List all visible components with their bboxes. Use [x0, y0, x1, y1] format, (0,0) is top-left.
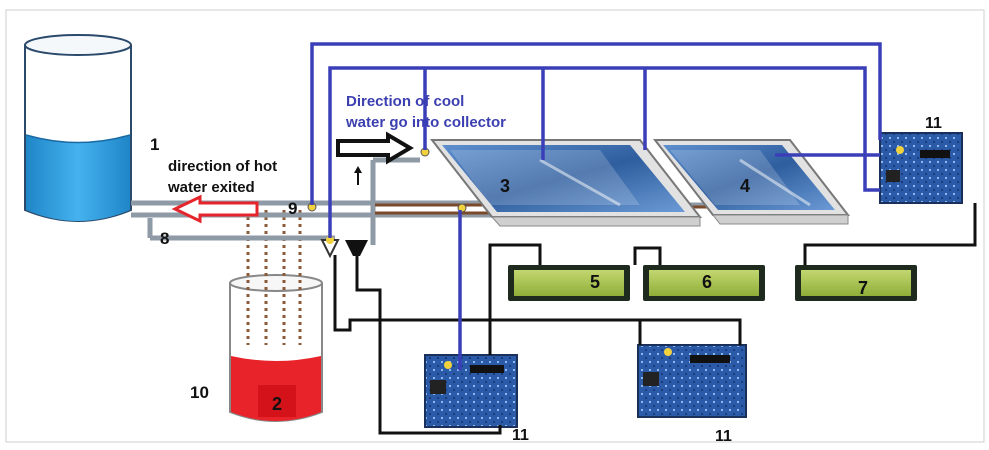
arduino-board-bottom-right	[637, 344, 747, 418]
label-10: 10	[190, 383, 209, 402]
lcd-display-7	[795, 265, 917, 301]
signal-wires	[310, 42, 882, 370]
hot-water-drops	[246, 210, 302, 345]
lcd-display-6	[643, 265, 765, 301]
hot-water-tank	[229, 210, 323, 422]
label-3: 3	[500, 176, 510, 196]
label-11-bottom-left: 11	[512, 427, 529, 444]
hot-water-label-line1: direction of hot	[168, 158, 277, 175]
cool-water-arrow	[336, 131, 414, 185]
cool-water-label-line1: Direction of cool	[346, 93, 464, 110]
label-6: 6	[702, 272, 712, 292]
label-11-top-right: 11	[925, 115, 942, 132]
solar-collector-3	[429, 139, 703, 227]
cold-water-tank	[24, 34, 132, 222]
hot-water-label-line2: water exited	[167, 179, 255, 196]
lcd-display-5	[508, 265, 630, 301]
label-2: 2	[272, 394, 282, 414]
label-1: 1	[150, 135, 159, 154]
black-wires	[333, 203, 977, 435]
label-5: 5	[590, 272, 600, 292]
pump-valve	[345, 240, 368, 256]
arduino-board-top-right	[879, 132, 963, 204]
label-4: 4	[740, 176, 750, 196]
tank-number-box	[258, 385, 296, 417]
hot-water-arrow	[171, 194, 259, 224]
label-9: 9	[288, 199, 297, 218]
label-11-bottom-right: 11	[715, 428, 732, 445]
label-8: 8	[160, 229, 169, 248]
solar-collector-4	[652, 139, 851, 225]
label-7: 7	[858, 278, 868, 298]
arduino-board-bottom-left	[424, 354, 518, 428]
cool-water-label-line2: water go into collector	[345, 114, 506, 131]
valve-9	[320, 236, 340, 259]
